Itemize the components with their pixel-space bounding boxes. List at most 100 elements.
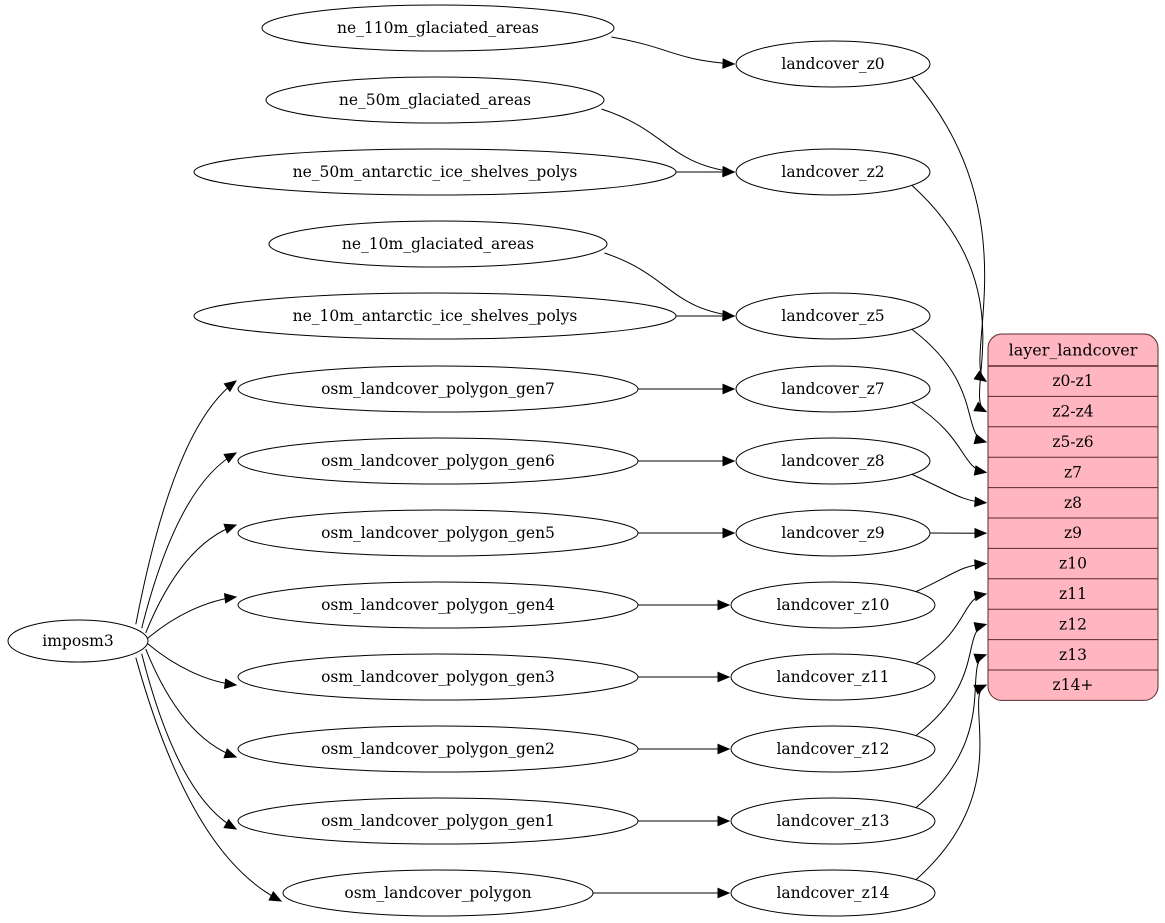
edge-line [141,452,237,629]
landcover-node-lc_z5[interactable]: landcover_z5 [735,292,931,340]
landcover-node-lc_z11[interactable]: landcover_z11 [730,653,936,701]
natural-earth-node-ne110g[interactable]: ne_110m_glaciated_areas [261,4,615,52]
edge-line [911,184,987,413]
node-label: ne_50m_antarctic_ice_shelves_polys [293,163,578,181]
edge-line [911,77,987,382]
landcover-node-lc_z12[interactable]: landcover_z12 [730,725,936,773]
edge-arrowhead [973,622,988,633]
osm-table-node-gen2[interactable]: osm_landcover_polygon_gen2 [237,725,639,773]
edge-arrowhead [722,527,736,539]
node-label: ne_10m_antarctic_ice_shelves_polys [293,307,578,325]
edge-arrowhead [223,523,238,534]
edge-arrowhead [973,465,988,476]
layer-table-row-label: z13 [1059,646,1087,664]
edge-arrowhead [717,671,731,683]
osm-table-node-gen5[interactable]: osm_landcover_polygon_gen5 [237,509,639,557]
edge-arrowhead [722,310,736,322]
edge-imposm3-to-gen0 [135,657,283,902]
edge-lc_z2-to-layer-row-1 [911,184,988,413]
edge-lc_z0-to-layer-row-0 [911,77,988,382]
layer-table-row-z2-z4[interactable]: z2-z4 [1052,403,1093,421]
layer-table-row-z10[interactable]: z10 [1059,555,1087,573]
edge-imposm3-to-gen5 [145,523,238,634]
edge-arrowhead [717,815,731,827]
osm-table-node-gen0[interactable]: osm_landcover_polygon [282,869,594,917]
edge-lc_z12-to-layer-row-8 [915,622,988,737]
edge-arrowhead [717,743,731,755]
layer-table-row-z5-z6[interactable]: z5-z6 [1052,433,1093,451]
edge-imposm3-to-gen2 [145,648,238,759]
edge-line [145,524,237,634]
landcover-node-lc_z10[interactable]: landcover_z10 [730,581,936,629]
node-label: landcover_z8 [781,452,884,470]
osm-table-node-gen3[interactable]: osm_landcover_polygon_gen3 [237,653,639,701]
node-label: ne_10m_glaciated_areas [342,235,534,253]
node-label: landcover_z13 [776,812,889,830]
node-label: ne_50m_glaciated_areas [339,91,531,109]
edge-ne50m-antarctic-to-z2 [672,166,736,178]
edge-gen3-to-lc_z11 [638,671,731,683]
edge-arrowhead [974,527,988,539]
layer-table-row-z7[interactable]: z7 [1064,463,1082,481]
layer-table-row-z12[interactable]: z12 [1059,615,1087,633]
node-label: landcover_z5 [781,307,884,325]
landcover-node-lc_z7[interactable]: landcover_z7 [735,365,931,413]
osm-table-node-gen7[interactable]: osm_landcover_polygon_gen7 [237,365,639,413]
layer-table-row-z8[interactable]: z8 [1064,494,1082,512]
layer-table-row-z13[interactable]: z13 [1059,646,1087,664]
edge-arrowhead [717,887,731,899]
edge-lc_z5-to-layer-row-2 [911,328,988,445]
natural-earth-node-ne50a[interactable]: ne_50m_antarctic_ice_shelves_polys [193,148,677,196]
edge-arrowhead [974,496,988,508]
node-label: landcover_z12 [776,740,889,758]
layer-table-row-label: z8 [1064,494,1082,512]
edge-line [604,252,735,317]
edge-lc_z11-to-layer-row-7 [915,590,988,665]
node-label: landcover_z14 [776,884,889,902]
landcover-node-lc_z14[interactable]: landcover_z14 [730,869,936,917]
edge-arrowhead [223,593,238,604]
landcover-node-lc_z0[interactable]: landcover_z0 [735,40,931,88]
edge-ne10m-antarctic-to-z5 [672,310,736,322]
edge-line [147,596,237,639]
edge-arrowhead [973,433,988,445]
natural-earth-node-ne10a[interactable]: ne_10m_antarctic_ice_shelves_polys [193,292,677,340]
edge-arrowhead [974,559,988,570]
edge-line [141,653,237,830]
layer-landcover-table: layer_landcoverz0-z1z2-z4z5-z6z7z8z9z10z… [987,333,1159,701]
osm-table-node-gen6[interactable]: osm_landcover_polygon_gen6 [237,437,639,485]
edge-arrowhead [722,166,736,178]
edge-lc_z9-to-layer-row-5 [929,527,988,539]
layer-table-row-label: z7 [1064,463,1082,481]
layer-table-row-label: z14+ [1053,676,1094,694]
node-label: imposm3 [42,632,113,650]
edge-line [135,380,237,625]
layer-table-row-z11[interactable]: z11 [1059,585,1087,603]
osm-table-node-gen4[interactable]: osm_landcover_polygon_gen4 [237,581,639,629]
osm-table-node-gen1[interactable]: osm_landcover_polygon_gen1 [237,797,639,845]
edge-gen7-to-lc_z7 [638,383,736,395]
source-node-imposm3[interactable]: imposm3 [7,619,149,663]
edge-arrowhead [722,455,736,467]
layer-table-row-z14plus[interactable]: z14+ [1053,676,1094,694]
layer-table-row-z0-z1[interactable]: z0-z1 [1052,372,1093,390]
node-label: osm_landcover_polygon_gen7 [321,380,555,398]
node-label: osm_landcover_polygon [344,884,531,902]
landcover-node-lc_z13[interactable]: landcover_z13 [730,797,936,845]
landcover-node-lc_z2[interactable]: landcover_z2 [735,148,931,196]
edge-arrowhead [722,58,736,69]
edge-imposm3-to-gen1 [141,653,238,830]
natural-earth-node-ne50g[interactable]: ne_50m_glaciated_areas [265,76,605,124]
edge-gen1-to-lc_z13 [638,815,731,827]
natural-earth-node-ne10g[interactable]: ne_10m_glaciated_areas [268,220,608,268]
layer-table-row-label: z2-z4 [1052,403,1093,421]
edges-layer [135,36,988,902]
landcover-node-lc_z8[interactable]: landcover_z8 [735,437,931,485]
node-label: landcover_z7 [781,380,884,398]
edge-gen0-to-lc_z14 [593,887,731,899]
landcover-node-lc_z9[interactable]: landcover_z9 [735,509,931,557]
edge-lc_z7-to-layer-row-3 [911,401,988,476]
layer-table-row-z9[interactable]: z9 [1064,524,1082,542]
edge-lc_z10-to-layer-row-6 [915,559,988,593]
